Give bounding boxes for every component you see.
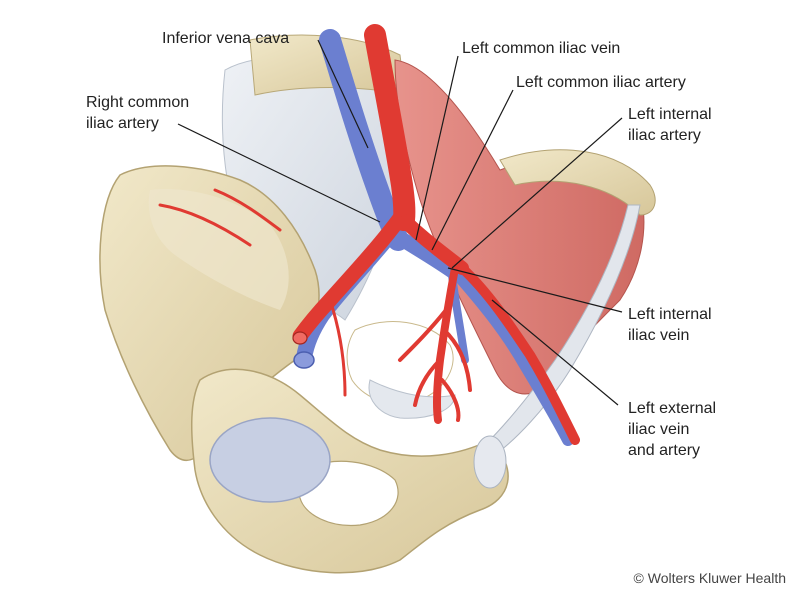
right-iliac-small-branches bbox=[158, 188, 347, 397]
leader-left-common-iliac-vein bbox=[415, 55, 459, 241]
leader-left-external-iliac-vein-and-artery bbox=[491, 299, 619, 406]
leader-left-internal-iliac-artery bbox=[451, 117, 623, 269]
acetabulum-cartilage bbox=[209, 417, 331, 503]
left-common-iliac-artery bbox=[399, 215, 469, 275]
leader-right-common-iliac-artery bbox=[177, 123, 381, 223]
pubic-symphysis bbox=[473, 435, 507, 489]
right-common-iliac-artery bbox=[292, 210, 408, 344]
right-iliac-artery-cut-end bbox=[292, 331, 308, 345]
right-iliac-fossa bbox=[148, 189, 289, 310]
left-external-iliac-vein bbox=[452, 269, 574, 446]
abdominal-aorta bbox=[364, 24, 416, 231]
leader-left-common-iliac-artery bbox=[431, 89, 514, 251]
leader-inferior-vena-cava bbox=[317, 39, 369, 149]
right-iliac-vein-cut-end bbox=[293, 351, 315, 369]
left-iliac-crest bbox=[499, 149, 656, 216]
internal-iliac-branches bbox=[398, 308, 472, 422]
leader-left-internal-iliac-vein bbox=[447, 267, 623, 313]
left-external-iliac-artery bbox=[457, 263, 580, 445]
